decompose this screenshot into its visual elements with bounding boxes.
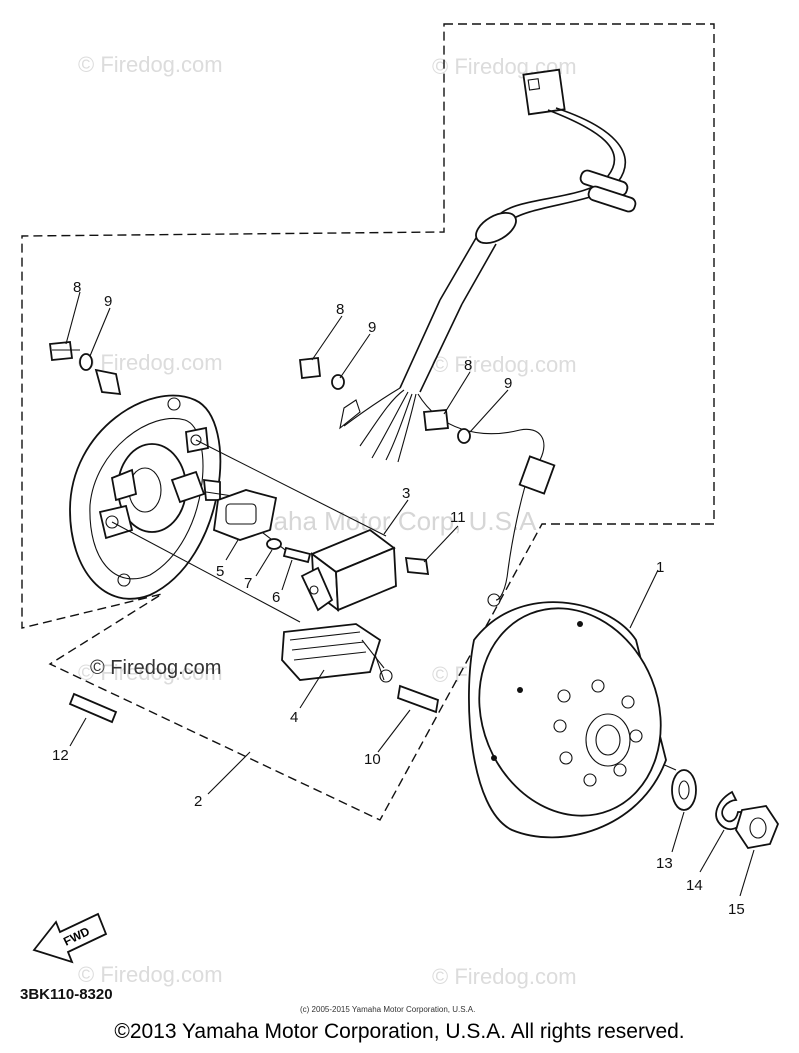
watermark-text: © Firedog.com — [432, 352, 577, 377]
watermark-text: © Firedog.com — [78, 962, 223, 987]
watermark-text: © Firedog.com — [432, 964, 577, 989]
callout-9: 9 — [504, 375, 512, 392]
callout-7: 7 — [244, 575, 252, 592]
screw-12 — [68, 692, 118, 724]
background-watermark: Yamaha Motor Corp, U.S.A — [222, 506, 537, 536]
washer-9-middle — [331, 374, 345, 390]
washer-9-right — [457, 428, 471, 444]
callout-4: 4 — [290, 709, 298, 726]
stator-plate — [69, 394, 222, 600]
bolt-8-left — [48, 341, 80, 361]
callout-11: 11 — [450, 509, 466, 526]
callout-12: 12 — [52, 747, 69, 764]
callout-9: 9 — [104, 293, 112, 310]
callout-15: 15 — [728, 901, 745, 918]
callout-8: 8 — [73, 279, 81, 296]
charging-coil — [281, 623, 393, 683]
callout-13: 13 — [656, 855, 673, 872]
screw-11 — [404, 556, 430, 576]
screw-10 — [396, 684, 440, 714]
callout-3: 3 — [402, 485, 410, 502]
watermark-text: © Firedog.com — [78, 52, 223, 77]
callout-8: 8 — [464, 357, 472, 374]
fwd-arrow: FWD — [32, 912, 108, 964]
part-code: 3BK110-8320 — [20, 986, 113, 1003]
callout-1: 1 — [656, 559, 664, 576]
callout-9: 9 — [368, 319, 376, 336]
bolt-8-right — [423, 409, 449, 431]
callout-5: 5 — [216, 563, 224, 580]
screw-6 — [282, 546, 312, 564]
watermark-text: © Firedog.com — [78, 660, 223, 685]
nut-15 — [735, 805, 780, 849]
flywheel-rotor — [468, 601, 667, 839]
leader-lines — [65, 291, 755, 897]
watermark-text-dark: © Firedog.com — [90, 657, 221, 679]
washer-13-hole — [678, 780, 690, 800]
bolt-8-middle — [299, 357, 321, 379]
copyright-footer: ©2013 Yamaha Motor Corporation, U.S.A. A… — [114, 1020, 685, 1043]
nut-15-hole — [749, 817, 767, 839]
source-coil — [300, 528, 397, 612]
callout-2: 2 — [194, 793, 202, 810]
callout-6: 6 — [272, 589, 280, 606]
washer-13 — [671, 769, 697, 811]
wire-harness — [339, 68, 637, 607]
callout-14: 14 — [686, 877, 703, 894]
washer-9-left — [79, 353, 93, 371]
clamp-left — [94, 368, 122, 396]
callout-8: 8 — [336, 301, 344, 318]
callout-10: 10 — [364, 751, 381, 768]
small-copyright-notice: (c) 2005-2015 Yamaha Motor Corporation, … — [300, 1005, 475, 1014]
assembly-boundary — [21, 23, 715, 821]
pickup-coil — [213, 489, 282, 550]
